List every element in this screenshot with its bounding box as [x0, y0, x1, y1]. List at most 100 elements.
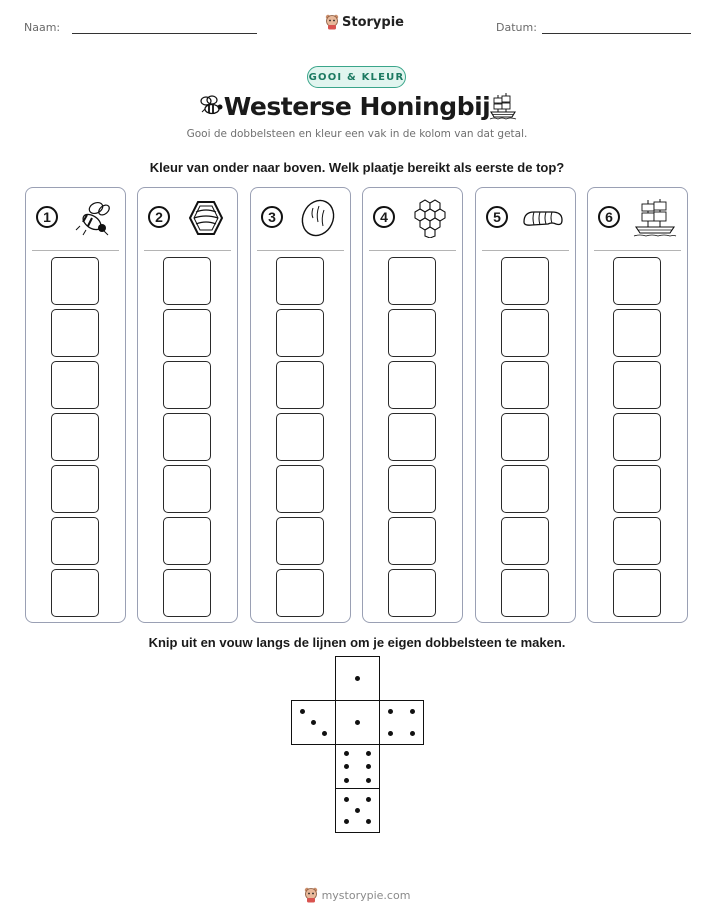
color-box[interactable]	[501, 517, 549, 565]
color-box[interactable]	[501, 257, 549, 305]
color-box[interactable]	[613, 413, 661, 461]
die-pip	[410, 731, 416, 737]
color-box[interactable]	[276, 569, 324, 617]
column-divider	[482, 250, 569, 251]
column-divider	[257, 250, 344, 251]
color-box[interactable]	[51, 257, 99, 305]
column-number: 4	[373, 206, 395, 228]
die-pip	[366, 764, 372, 769]
brand-name: Storypie	[342, 14, 404, 30]
die-pip	[343, 750, 349, 756]
color-box[interactable]	[501, 413, 549, 461]
color-box[interactable]	[163, 257, 211, 305]
color-box[interactable]	[613, 361, 661, 409]
color-box[interactable]	[388, 309, 436, 357]
column-divider	[594, 250, 681, 251]
storypie-bear-icon	[304, 887, 317, 903]
bee-icon	[68, 198, 118, 238]
die-pip	[355, 808, 360, 813]
page-title: Westerse Honingbij	[223, 92, 491, 121]
color-box[interactable]	[501, 569, 549, 617]
die-face-4	[379, 700, 424, 745]
color-box[interactable]	[276, 517, 324, 565]
dice-column-2: 2	[137, 187, 238, 623]
die-pip	[387, 731, 393, 737]
color-box[interactable]	[501, 361, 549, 409]
color-box[interactable]	[276, 257, 324, 305]
color-box[interactable]	[388, 361, 436, 409]
column-number: 2	[148, 206, 170, 228]
die-pip	[311, 720, 316, 725]
column-number: 6	[598, 206, 620, 228]
color-box[interactable]	[163, 413, 211, 461]
column-number: 1	[36, 206, 58, 228]
die-pip	[343, 796, 349, 802]
color-box[interactable]	[613, 465, 661, 513]
column-divider	[32, 250, 119, 251]
color-box[interactable]	[163, 309, 211, 357]
color-box[interactable]	[163, 569, 211, 617]
storypie-bear-icon	[325, 14, 339, 30]
die-pip	[355, 720, 360, 725]
die-pip	[299, 708, 305, 714]
date-label: Datum:	[496, 21, 537, 34]
dice-column-3: 3	[250, 187, 351, 623]
die-pip	[410, 708, 416, 714]
die-pip	[387, 708, 393, 714]
column-divider	[144, 250, 231, 251]
die-face-5	[335, 788, 380, 833]
color-box[interactable]	[51, 413, 99, 461]
brand-logo: Storypie	[325, 14, 404, 30]
color-box[interactable]	[163, 361, 211, 409]
die-pip	[343, 764, 349, 769]
color-box[interactable]	[388, 517, 436, 565]
color-box[interactable]	[388, 413, 436, 461]
color-box[interactable]	[163, 517, 211, 565]
cut-instruction: Knip uit en vouw langs de lijnen om je e…	[148, 635, 566, 650]
color-box[interactable]	[51, 361, 99, 409]
color-box[interactable]	[276, 361, 324, 409]
color-box[interactable]	[501, 309, 549, 357]
color-box[interactable]	[613, 257, 661, 305]
color-box[interactable]	[276, 465, 324, 513]
color-box[interactable]	[501, 465, 549, 513]
larva-icon	[518, 198, 568, 238]
bee-icon	[200, 95, 223, 115]
color-box[interactable]	[613, 517, 661, 565]
color-box[interactable]	[388, 257, 436, 305]
die-pip	[366, 796, 372, 802]
color-box[interactable]	[276, 413, 324, 461]
sailing-ship-icon	[489, 93, 517, 120]
bread-loaf-icon	[293, 198, 343, 238]
honeycomb-icon	[405, 198, 455, 239]
die-pip	[355, 676, 360, 681]
color-box[interactable]	[51, 569, 99, 617]
color-box[interactable]	[613, 569, 661, 617]
name-label: Naam:	[24, 21, 61, 34]
die-face-1	[335, 656, 380, 701]
die-pip	[366, 777, 372, 783]
color-box[interactable]	[51, 517, 99, 565]
color-box[interactable]	[163, 465, 211, 513]
footer-url: mystorypie.com	[321, 888, 411, 902]
instruction-text: Kleur van onder naar boven. Welk plaatje…	[149, 160, 565, 175]
date-line	[542, 33, 691, 34]
color-box[interactable]	[276, 309, 324, 357]
column-divider	[369, 250, 456, 251]
die-pip	[322, 731, 328, 737]
color-box[interactable]	[613, 309, 661, 357]
die-pip	[343, 819, 349, 825]
color-box[interactable]	[51, 309, 99, 357]
color-box[interactable]	[388, 465, 436, 513]
dice-column-6: 6	[587, 187, 688, 623]
hexagon-icon	[180, 198, 230, 238]
column-number: 3	[261, 206, 283, 228]
color-box[interactable]	[51, 465, 99, 513]
color-box[interactable]	[388, 569, 436, 617]
die-pip	[366, 819, 372, 825]
footer: mystorypie.com	[0, 887, 714, 903]
dice-column-4: 4	[362, 187, 463, 623]
name-line	[72, 33, 257, 34]
die-face-6	[335, 744, 380, 789]
die-face-center	[335, 700, 380, 745]
